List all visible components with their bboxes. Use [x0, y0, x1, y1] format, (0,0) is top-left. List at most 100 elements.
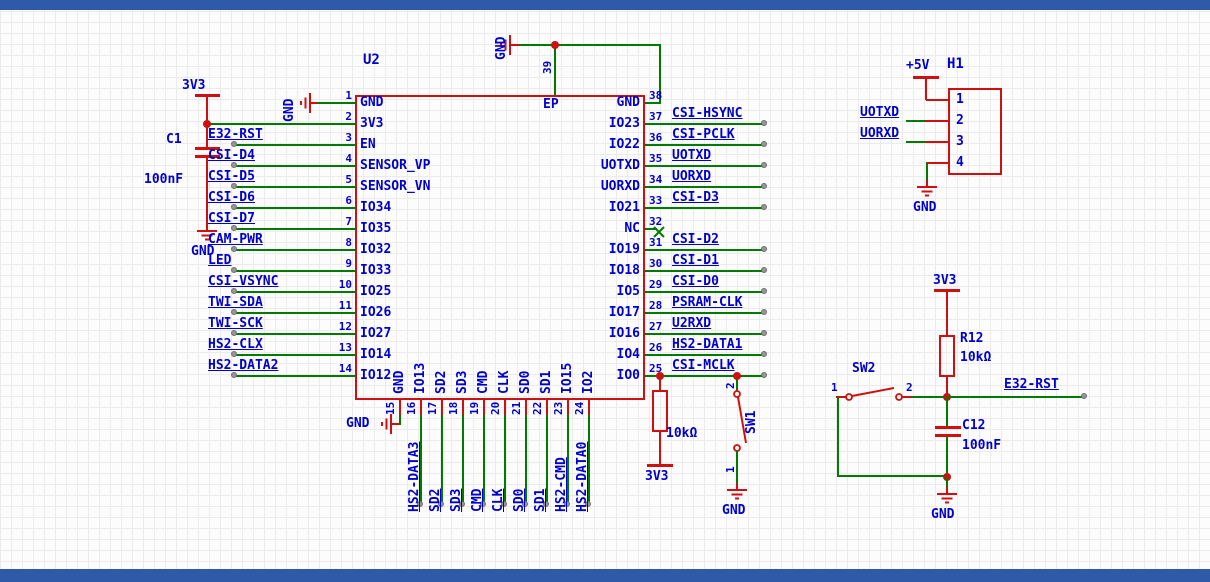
wire-pad[interactable]	[761, 120, 767, 126]
pin-wire[interactable]	[235, 354, 355, 356]
pin-number[interactable]: 3	[956, 134, 964, 149]
capacitor-plate[interactable]	[935, 426, 961, 429]
net-label[interactable]: HS2-DATA1	[672, 337, 743, 352]
wire-pad[interactable]	[231, 351, 237, 357]
pin-wire[interactable]	[235, 186, 355, 188]
header-h1-body[interactable]	[948, 88, 1002, 175]
wire-pad[interactable]	[585, 501, 591, 507]
net-label[interactable]: CSI-D7	[208, 211, 255, 226]
net-label[interactable]: CAM-PWR	[208, 232, 263, 247]
pin-name[interactable]: IO18	[608, 263, 640, 278]
pin-number[interactable]: 21	[510, 401, 523, 415]
pin-wire[interactable]	[645, 312, 765, 314]
pin-wire[interactable]	[235, 249, 355, 251]
value-r[interactable]: 10kΩ	[666, 426, 698, 441]
pin-wire[interactable]	[645, 228, 657, 230]
wire-pad[interactable]	[761, 288, 767, 294]
net-label[interactable]: CMD	[470, 488, 485, 512]
pin-wire[interactable]	[235, 270, 355, 272]
pin-name[interactable]: IO22	[608, 137, 640, 152]
wire-pad[interactable]	[231, 267, 237, 273]
pin-number[interactable]: 28	[649, 299, 663, 312]
wire-pad[interactable]	[761, 351, 767, 357]
power-label-5v[interactable]: +5V	[906, 58, 930, 73]
pin-name[interactable]: NC	[624, 221, 640, 236]
pin-stub[interactable]	[546, 400, 548, 415]
pin-stub[interactable]	[483, 400, 485, 415]
pin-number[interactable]: 12	[338, 320, 352, 333]
wire-pad[interactable]	[761, 309, 767, 315]
wire[interactable]	[946, 397, 948, 428]
pin-name[interactable]: IO19	[608, 242, 640, 257]
pin-number[interactable]: 27	[649, 320, 663, 333]
ground-symbol[interactable]	[293, 91, 319, 115]
net-label[interactable]: CSI-D5	[208, 169, 255, 184]
power-bar[interactable]	[934, 289, 960, 292]
pin-number[interactable]: 24	[573, 401, 586, 415]
pin-stub[interactable]	[836, 396, 846, 398]
pin-number[interactable]: 4	[956, 155, 964, 170]
ground-symbol[interactable]	[725, 483, 749, 501]
net-label[interactable]: TWI-SDA	[208, 295, 263, 310]
refdes-sw2[interactable]: SW2	[852, 361, 876, 376]
pin-name[interactable]: IO21	[608, 200, 640, 215]
pin-wire[interactable]	[567, 415, 569, 505]
net-label[interactable]: CSI-D1	[672, 253, 719, 268]
pin-name[interactable]: IO16	[608, 326, 640, 341]
net-label[interactable]: SD3	[449, 488, 464, 512]
pin-stub[interactable]	[399, 400, 401, 415]
pin-name[interactable]: SD2	[434, 370, 449, 394]
resistor-lead[interactable]	[946, 377, 948, 397]
pin-wire[interactable]	[645, 144, 765, 146]
pin-name[interactable]: SD0	[518, 370, 533, 394]
net-label[interactable]: CSI-D4	[208, 148, 255, 163]
pin-name[interactable]: SD3	[455, 370, 470, 394]
wire-pad[interactable]	[761, 267, 767, 273]
pin-wire[interactable]	[235, 312, 355, 314]
wire[interactable]	[837, 397, 839, 477]
pin-name[interactable]: IO14	[360, 347, 392, 362]
pin-wire[interactable]	[235, 144, 355, 146]
resistor-body[interactable]	[652, 390, 668, 432]
net-label[interactable]: UOTXD	[672, 148, 712, 163]
net-label[interactable]: HS2-DATA0	[575, 441, 590, 512]
net-label[interactable]: CSI-D6	[208, 190, 255, 205]
power-label-3v3[interactable]: 3V3	[182, 78, 206, 93]
power-bar[interactable]	[647, 464, 673, 467]
pin-name[interactable]: IO5	[616, 284, 640, 299]
pin-name[interactable]: IO13	[413, 362, 428, 394]
pin-wire[interactable]	[645, 165, 765, 167]
net-label[interactable]: U2RXD	[672, 316, 712, 331]
wire[interactable]	[554, 45, 556, 95]
pin-number[interactable]: 19	[468, 401, 481, 415]
wire-pad[interactable]	[761, 162, 767, 168]
wire[interactable]	[736, 377, 738, 391]
pin-number[interactable]: 14	[338, 362, 352, 375]
pin-number[interactable]: 36	[649, 131, 663, 144]
switch-sw2[interactable]	[845, 386, 903, 408]
pin-wire[interactable]	[462, 415, 464, 505]
refdes-u2[interactable]: U2	[363, 52, 380, 68]
pin-number[interactable]: 7	[345, 215, 352, 228]
pin-number[interactable]: 37	[649, 110, 663, 123]
wire-pad[interactable]	[761, 372, 767, 378]
pin-number[interactable]: 34	[649, 173, 663, 186]
pin-wire[interactable]	[645, 375, 765, 377]
pin-name[interactable]: IO23	[608, 116, 640, 131]
wire-pad[interactable]	[543, 501, 549, 507]
pin-number[interactable]: 22	[531, 401, 544, 415]
net-label[interactable]: UORXD	[672, 169, 712, 184]
pin-stub[interactable]	[420, 400, 422, 415]
value-c12[interactable]: 100nF	[962, 438, 1002, 453]
pin-name[interactable]: GND	[616, 95, 640, 110]
wire-pad[interactable]	[231, 162, 237, 168]
pin-number[interactable]: 9	[345, 257, 352, 270]
refdes-sw1[interactable]: SW1	[744, 410, 759, 434]
junction-dot[interactable]	[203, 120, 211, 128]
ground-label[interactable]: GND	[346, 416, 370, 431]
pin-wire[interactable]	[546, 415, 548, 505]
pin-wire[interactable]	[645, 333, 765, 335]
resistor-r12-body[interactable]	[939, 335, 955, 377]
ground-label[interactable]: GND	[191, 244, 215, 259]
wire-pad[interactable]	[231, 330, 237, 336]
